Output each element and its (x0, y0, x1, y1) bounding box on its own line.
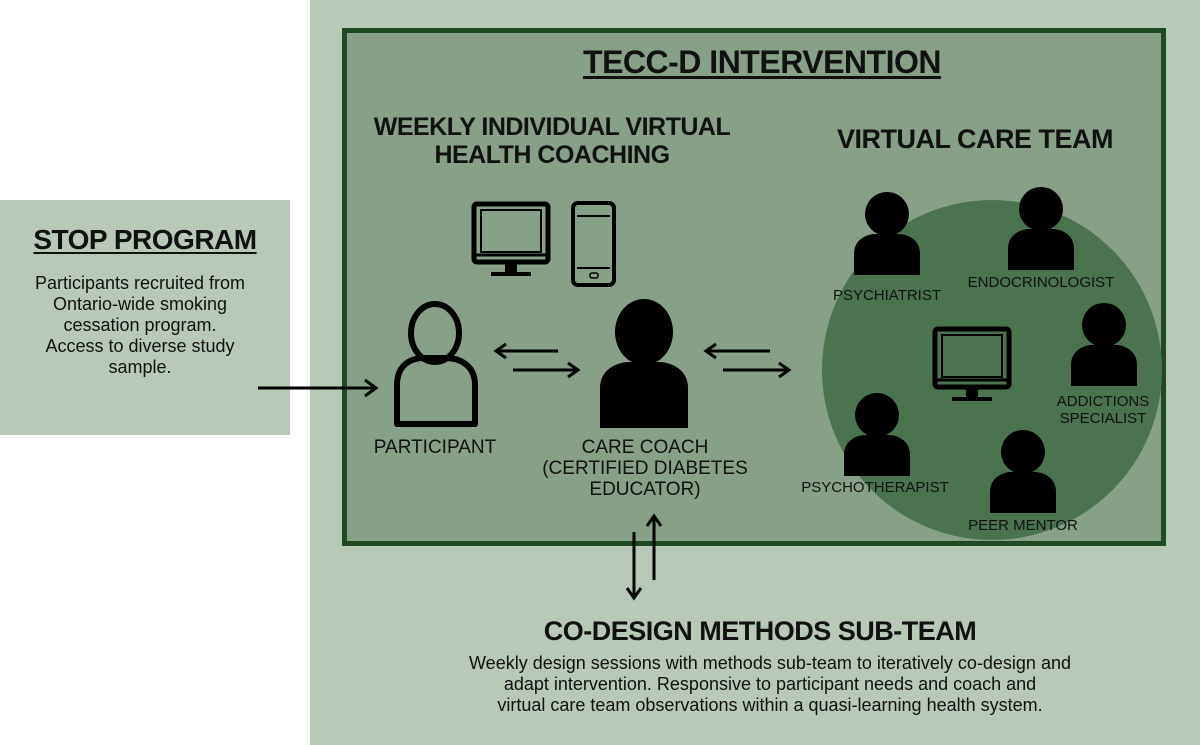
intervention-title: TECC-D INTERVENTION (583, 44, 941, 80)
stop-program-line: Access to diverse study (45, 336, 235, 356)
coaching-title-line1: WEEKLY INDIVIDUAL VIRTUAL (373, 113, 731, 141)
psychiatrist-label: PSYCHIATRIST (832, 287, 942, 304)
participant-outline-icon (394, 301, 478, 427)
stop-program-description: Participants recruited from Ontario-wide… (0, 273, 280, 378)
participant-label: PARTICIPANT (373, 437, 497, 458)
stop-program-line: cessation program. (63, 315, 217, 335)
endocrinologist-person-icon (1008, 187, 1074, 270)
stop-program-line: sample. (108, 357, 172, 377)
stop-program-line: Ontario-wide smoking (52, 294, 228, 314)
codesign-title: CO-DESIGN METHODS SUB-TEAM (543, 616, 977, 646)
desktop-monitor-icon (474, 204, 548, 274)
care-coach-label-line: (CERTIFIED DIABETES (542, 458, 748, 479)
care-coach-label-line: EDUCATOR) (589, 479, 701, 500)
peer-mentor-label: PEER MENTOR (968, 517, 1078, 534)
bidirectional-arrow-icon (703, 342, 792, 379)
stop-program-panel (0, 200, 290, 435)
addictions-specialist-label: ADDICTIONS SPECIALIST (1048, 393, 1158, 427)
vertical-bidirectional-arrow-icon (625, 513, 663, 601)
stop-to-participant-arrow-icon (258, 378, 379, 398)
codesign-line: adapt intervention. Responsive to partic… (503, 674, 1037, 694)
stop-program-line: Participants recruited from (34, 273, 246, 293)
endocrinologist-label: ENDOCRINOLOGIST (967, 274, 1115, 291)
stop-program-title: STOP PROGRAM (33, 224, 257, 255)
bidirectional-arrow-icon (493, 342, 581, 379)
care-coach-label-line: CARE COACH (581, 437, 709, 458)
addictions-label-line: SPECIALIST (1059, 410, 1147, 427)
addictions-label-line: ADDICTIONS (1056, 393, 1150, 410)
psychiatrist-person-icon (854, 192, 920, 275)
codesign-description: Weekly design sessions with methods sub-… (410, 653, 1130, 716)
care-team-monitor-icon (935, 329, 1009, 399)
psychotherapist-label: PSYCHOTHERAPIST (801, 479, 949, 496)
coaching-title-line2: HEALTH COACHING (434, 141, 670, 169)
peer-mentor-person-icon (990, 430, 1056, 513)
codesign-line: virtual care team observations within a … (497, 695, 1043, 715)
addictions-specialist-person-icon (1071, 303, 1137, 386)
care-coach-label: CARE COACH (CERTIFIED DIABETES EDUCATOR) (540, 437, 750, 500)
care-coach-person-icon (600, 299, 688, 428)
psychotherapist-person-icon (844, 393, 910, 476)
codesign-line: Weekly design sessions with methods sub-… (469, 653, 1071, 673)
care-team-title: VIRTUAL CARE TEAM (836, 124, 1114, 154)
coaching-title: WEEKLY INDIVIDUAL VIRTUAL HEALTH COACHIN… (352, 113, 752, 169)
smartphone-icon (571, 201, 616, 287)
